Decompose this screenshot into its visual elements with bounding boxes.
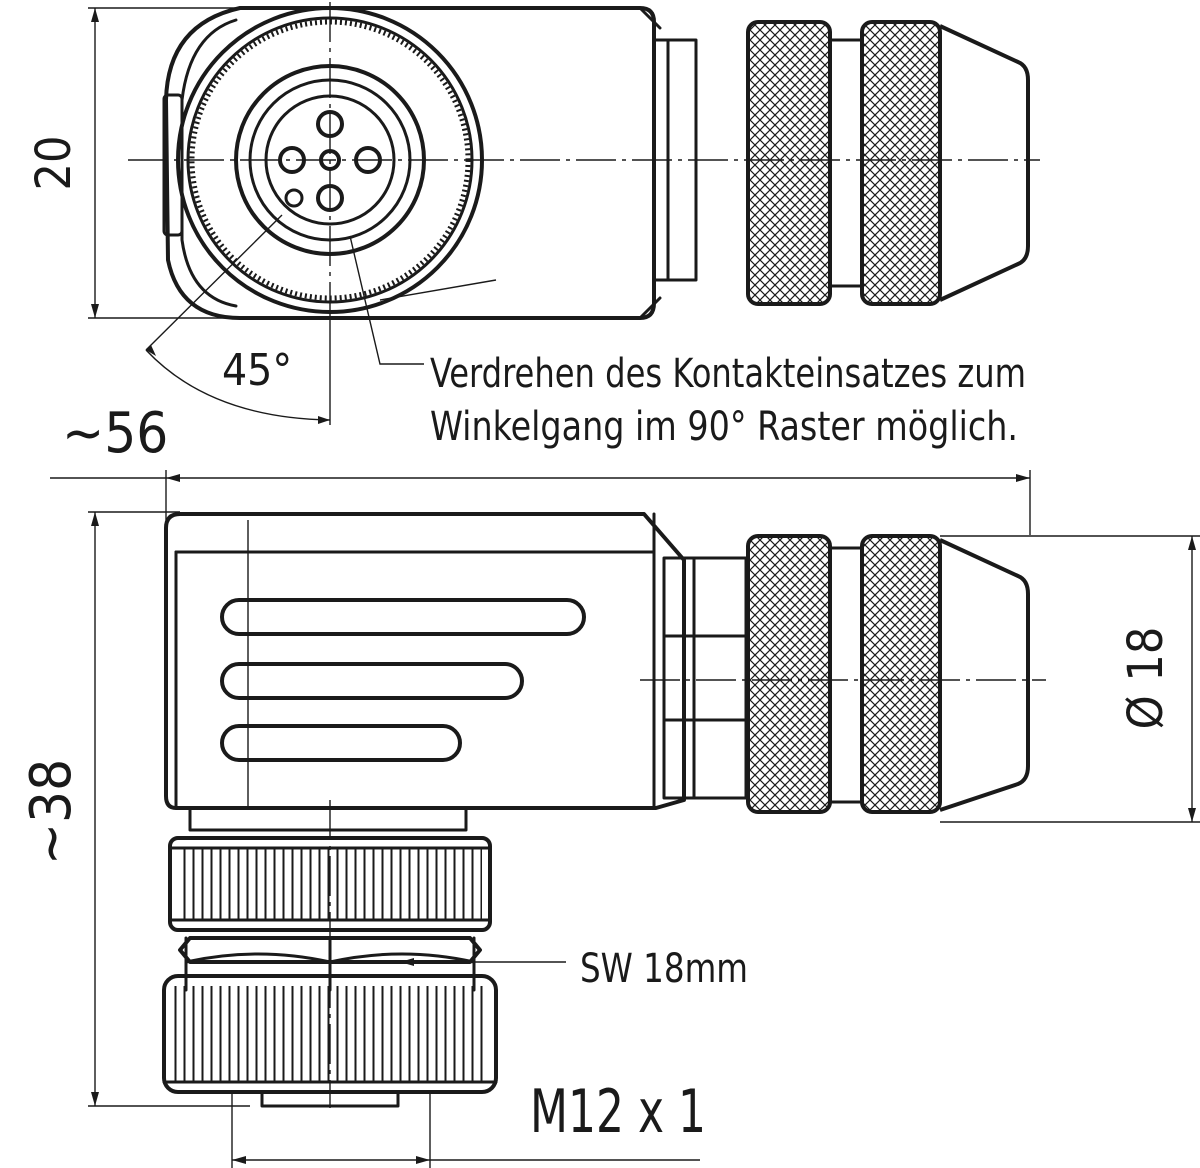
knurl-sleeve-1 (746, 20, 832, 306)
side-view (50, 470, 1200, 1168)
cable-gland-cap-side (939, 538, 1030, 812)
cable-gland-cap-top (939, 24, 1030, 302)
dim-label-56: ~56 (62, 401, 168, 466)
thread-label: M12 x 1 (530, 1077, 706, 1147)
top-view (88, 2, 1040, 425)
knurl-sleeve-side-1 (746, 534, 832, 814)
note-line-2: Winkelgang im 90° Raster möglich. (430, 404, 1018, 450)
dim-label-d18: Ø 18 (1118, 627, 1174, 730)
knurl-sleeve-side-2 (860, 534, 942, 814)
dim-label-20: 20 (26, 136, 82, 191)
grip-rib-3 (220, 724, 462, 762)
dim-label-38: ~38 (19, 759, 84, 865)
note-line-1: Verdrehen des Kontakteinsatzes zum (430, 351, 1026, 397)
housing-top (164, 6, 656, 320)
knurl-sleeve-2 (860, 20, 942, 306)
dim-label-45: 45° (222, 345, 292, 396)
wrench-size-label: SW 18mm (580, 946, 748, 992)
grip-rib-1 (220, 598, 586, 636)
grip-rib-2 (220, 662, 524, 700)
housing-side (164, 512, 686, 810)
